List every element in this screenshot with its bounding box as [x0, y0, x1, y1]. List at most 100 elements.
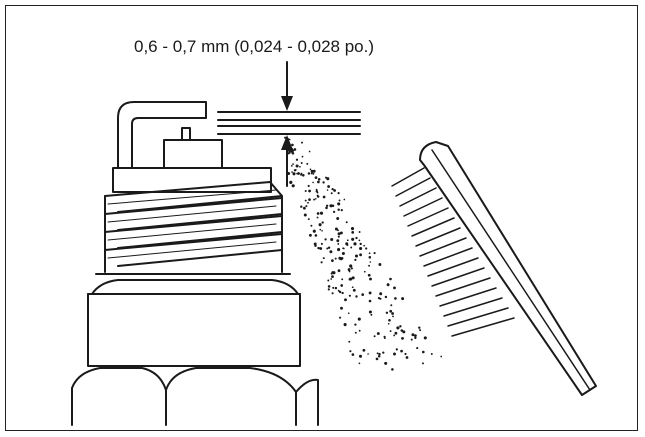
spray-particle [354, 258, 357, 262]
spray-particle [392, 315, 394, 318]
spray-particle [345, 242, 349, 246]
spray-particle [367, 353, 369, 355]
ground-electrode [117, 101, 207, 169]
spray-particle [340, 208, 343, 212]
spray-particle [327, 279, 330, 282]
spray-particle [369, 261, 372, 263]
brush-handle [419, 141, 597, 396]
plug-upper-body [112, 167, 272, 193]
spray-particle [359, 246, 363, 251]
spray-particle [341, 251, 345, 256]
spray-particle [357, 317, 361, 321]
center-insulator-tip [163, 139, 223, 169]
spray-particle [370, 313, 373, 316]
spray-particle [345, 221, 348, 224]
spray-particle [341, 291, 344, 295]
spray-particle [346, 239, 349, 242]
spray-particle [295, 164, 299, 168]
spray-particle [318, 223, 322, 227]
spray-particle [376, 352, 379, 355]
spray-particle [313, 198, 316, 201]
spray-particle [355, 236, 358, 240]
spray-particle [337, 208, 340, 211]
spray-particle [351, 237, 355, 241]
spray-particle [358, 354, 363, 358]
spray-particle [308, 198, 311, 201]
spray-particle [332, 286, 335, 289]
spray-particle [327, 285, 331, 288]
spray-particle [359, 253, 363, 257]
spray-particle [394, 331, 398, 335]
spray-particle [354, 331, 357, 334]
spray-particle [387, 322, 390, 325]
spray-particle [348, 340, 351, 343]
spray-particle [373, 335, 376, 338]
spray-particle [303, 213, 307, 217]
spray-particle [319, 247, 323, 250]
spray-particle [300, 205, 303, 208]
spray-particle [390, 304, 393, 307]
spray-particle [399, 325, 402, 328]
spray-particle [391, 368, 394, 371]
spray-particle [378, 352, 381, 356]
spray-particle [334, 286, 338, 290]
spray-particle [319, 211, 324, 215]
spray-particle [316, 212, 320, 215]
spray-particle [337, 232, 341, 236]
spray-particle [352, 288, 356, 292]
spray-particle [368, 299, 372, 303]
spray-particle [331, 275, 334, 278]
spray-particle [317, 178, 321, 181]
spray-particle [337, 235, 340, 238]
spray-particle [312, 181, 314, 184]
spray-particle [316, 216, 319, 219]
spray-particle [312, 229, 316, 233]
spray-particle [291, 184, 295, 188]
spray-particle [430, 353, 433, 355]
spray-particle [349, 350, 352, 353]
spray-particle [419, 329, 422, 332]
spray-particle [334, 227, 338, 231]
spray-particle [341, 278, 344, 281]
spray-particle [337, 242, 340, 245]
spray-particle [400, 349, 403, 353]
spray-particle [312, 172, 315, 175]
spray-particle [368, 252, 371, 255]
spray-particle [286, 144, 289, 147]
spray-particle [299, 165, 301, 168]
spray-particle [396, 326, 400, 330]
spray-particle [393, 352, 396, 356]
spray-particle [376, 332, 380, 335]
spray-particle [291, 171, 293, 173]
spray-particle [332, 271, 336, 275]
spray-particle [350, 267, 353, 270]
spray-particle [284, 136, 287, 139]
spray-particle [358, 362, 361, 365]
spray-particle [307, 201, 309, 204]
spray-particle [317, 246, 320, 250]
spray-particle [373, 252, 376, 255]
spray-particle [353, 242, 357, 246]
spray-particle [351, 276, 355, 280]
spray-particle [314, 176, 318, 179]
spray-particle [327, 246, 331, 249]
spray-particle [326, 247, 329, 250]
spray-particle [402, 330, 406, 334]
spray-particle [349, 277, 353, 281]
spray-particle [401, 337, 404, 340]
spray-particle [322, 181, 325, 184]
brush-bristles [391, 167, 515, 337]
spray-particle [377, 354, 381, 358]
spray-particle [395, 348, 398, 351]
spray-particle [362, 348, 366, 352]
spray-particle [321, 221, 324, 224]
spray-particle [287, 152, 290, 155]
spray-particle [404, 352, 407, 356]
spray-particle [292, 172, 296, 176]
spray-particle [301, 141, 303, 144]
wire-brush [391, 141, 597, 396]
spray-particle [354, 254, 359, 258]
spray-particle [287, 145, 290, 148]
spray-particle [317, 180, 320, 184]
